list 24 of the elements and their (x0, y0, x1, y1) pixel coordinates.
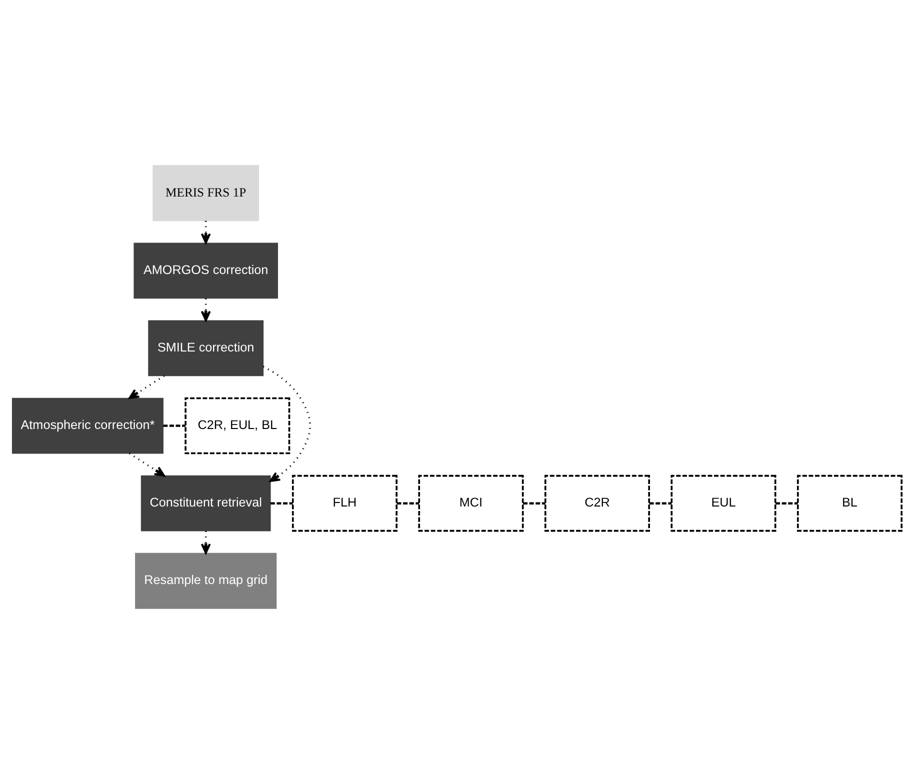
node-box: MERIS FRS 1P (152, 165, 260, 222)
node-box: Atmospheric correction* (12, 398, 164, 454)
connector (270, 502, 293, 504)
node-box: BL (796, 474, 902, 532)
node-box: SMILE correction (148, 320, 264, 376)
node-box: Constituent retrieval (140, 475, 271, 532)
arrow (200, 298, 211, 322)
node-box: AMORGOS correction (134, 242, 278, 299)
connector (649, 502, 672, 504)
arrow (262, 366, 311, 482)
arrow (200, 220, 211, 244)
node-box: C2R (544, 474, 650, 532)
arrow (200, 531, 211, 554)
arrow (128, 452, 166, 477)
node-box: MCI (418, 474, 524, 532)
node-box: EUL (670, 474, 776, 532)
connector (163, 424, 186, 427)
node-box: C2R, EUL, BL (184, 397, 290, 454)
connector (776, 502, 798, 504)
node-box: FLH (292, 474, 398, 532)
connector (523, 502, 546, 504)
connector (396, 502, 420, 504)
arrow (128, 375, 165, 400)
node-box: Resample to map grid (135, 552, 277, 609)
